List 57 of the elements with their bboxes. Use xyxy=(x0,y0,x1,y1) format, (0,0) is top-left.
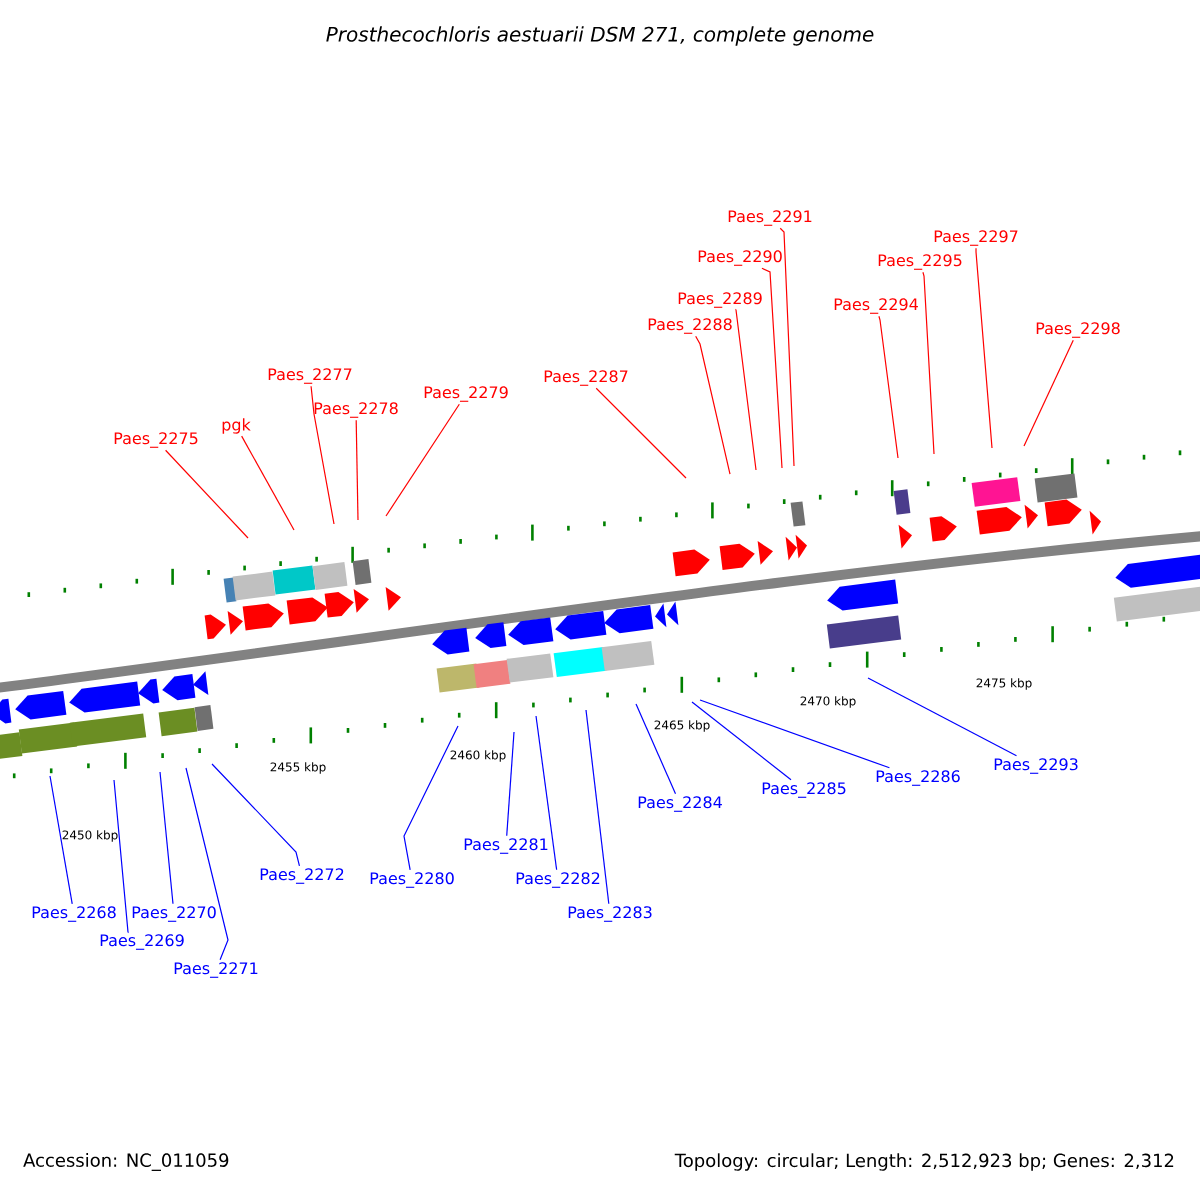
leader-line xyxy=(695,335,731,475)
leader-line xyxy=(165,449,249,539)
leader-line xyxy=(922,271,935,455)
leader-line xyxy=(241,435,295,531)
gene-label: Paes_2294 xyxy=(834,298,918,314)
gene-label: Paes_2282 xyxy=(516,872,600,888)
leader-line xyxy=(699,699,891,769)
leader-line xyxy=(113,779,129,934)
gene-label: Paes_2278 xyxy=(314,402,398,418)
leader-line xyxy=(585,709,610,905)
genome-info-text: Topology: circular; Length: 2,512,923 bp; Genes: 2,312 xyxy=(674,1153,1174,1171)
gene-label: Paes_2289 xyxy=(678,292,762,308)
gene-label: Paes_2297 xyxy=(934,230,1018,246)
leader-line xyxy=(878,315,899,459)
gene-label: Paes_2280 xyxy=(370,872,454,888)
accession-text: Accession: NC_011059 xyxy=(23,1153,229,1171)
gene-label: Paes_2287 xyxy=(544,370,628,386)
gene-label: Paes_2279 xyxy=(424,386,508,402)
gene-label: Paes_2269 xyxy=(100,934,184,950)
gene-label: Paes_2286 xyxy=(876,770,960,786)
gene-label: Paes_2284 xyxy=(638,796,722,812)
gene-label: Paes_2295 xyxy=(878,254,962,270)
gene-label: Paes_2285 xyxy=(762,782,846,798)
leader-line xyxy=(691,701,792,781)
gene-label: Paes_2277 xyxy=(268,368,352,384)
leader-line xyxy=(159,771,174,905)
leader-line xyxy=(595,387,687,479)
leader-line xyxy=(355,419,359,521)
leader-line xyxy=(735,308,757,471)
leader-line xyxy=(385,403,460,517)
leader-line xyxy=(310,385,335,525)
leader-line xyxy=(761,267,783,469)
gene-label: Paes_2268 xyxy=(32,906,116,922)
gene-label: Paes_2290 xyxy=(698,250,782,266)
gene-label: Paes_2281 xyxy=(464,838,548,854)
leader-line xyxy=(506,731,515,837)
leader-line xyxy=(535,715,558,871)
gene-label: Paes_2288 xyxy=(648,318,732,334)
leader-line xyxy=(975,247,993,449)
leader-line xyxy=(635,703,677,795)
gene-label: Paes_2291 xyxy=(728,210,812,226)
leader-line xyxy=(211,763,301,867)
leader-line xyxy=(185,767,229,961)
title: Prosthecochloris aestuarii DSM 271, complete genome xyxy=(326,26,874,46)
leader-line xyxy=(403,725,459,871)
leader-line xyxy=(779,227,795,467)
gene-label: Paes_2271 xyxy=(174,962,258,978)
gene-label: Paes_2272 xyxy=(260,868,344,884)
leader-line xyxy=(49,775,73,905)
gene-label: Paes_2283 xyxy=(568,906,652,922)
gene-label: Paes_2298 xyxy=(1036,322,1120,338)
leader-line xyxy=(867,677,1018,757)
leader-line xyxy=(1023,339,1074,447)
gene-label: pgk xyxy=(222,418,251,434)
gene-label: Paes_2293 xyxy=(994,758,1078,774)
gene-label: Paes_2275 xyxy=(114,432,198,448)
gene-label: Paes_2270 xyxy=(132,906,216,922)
